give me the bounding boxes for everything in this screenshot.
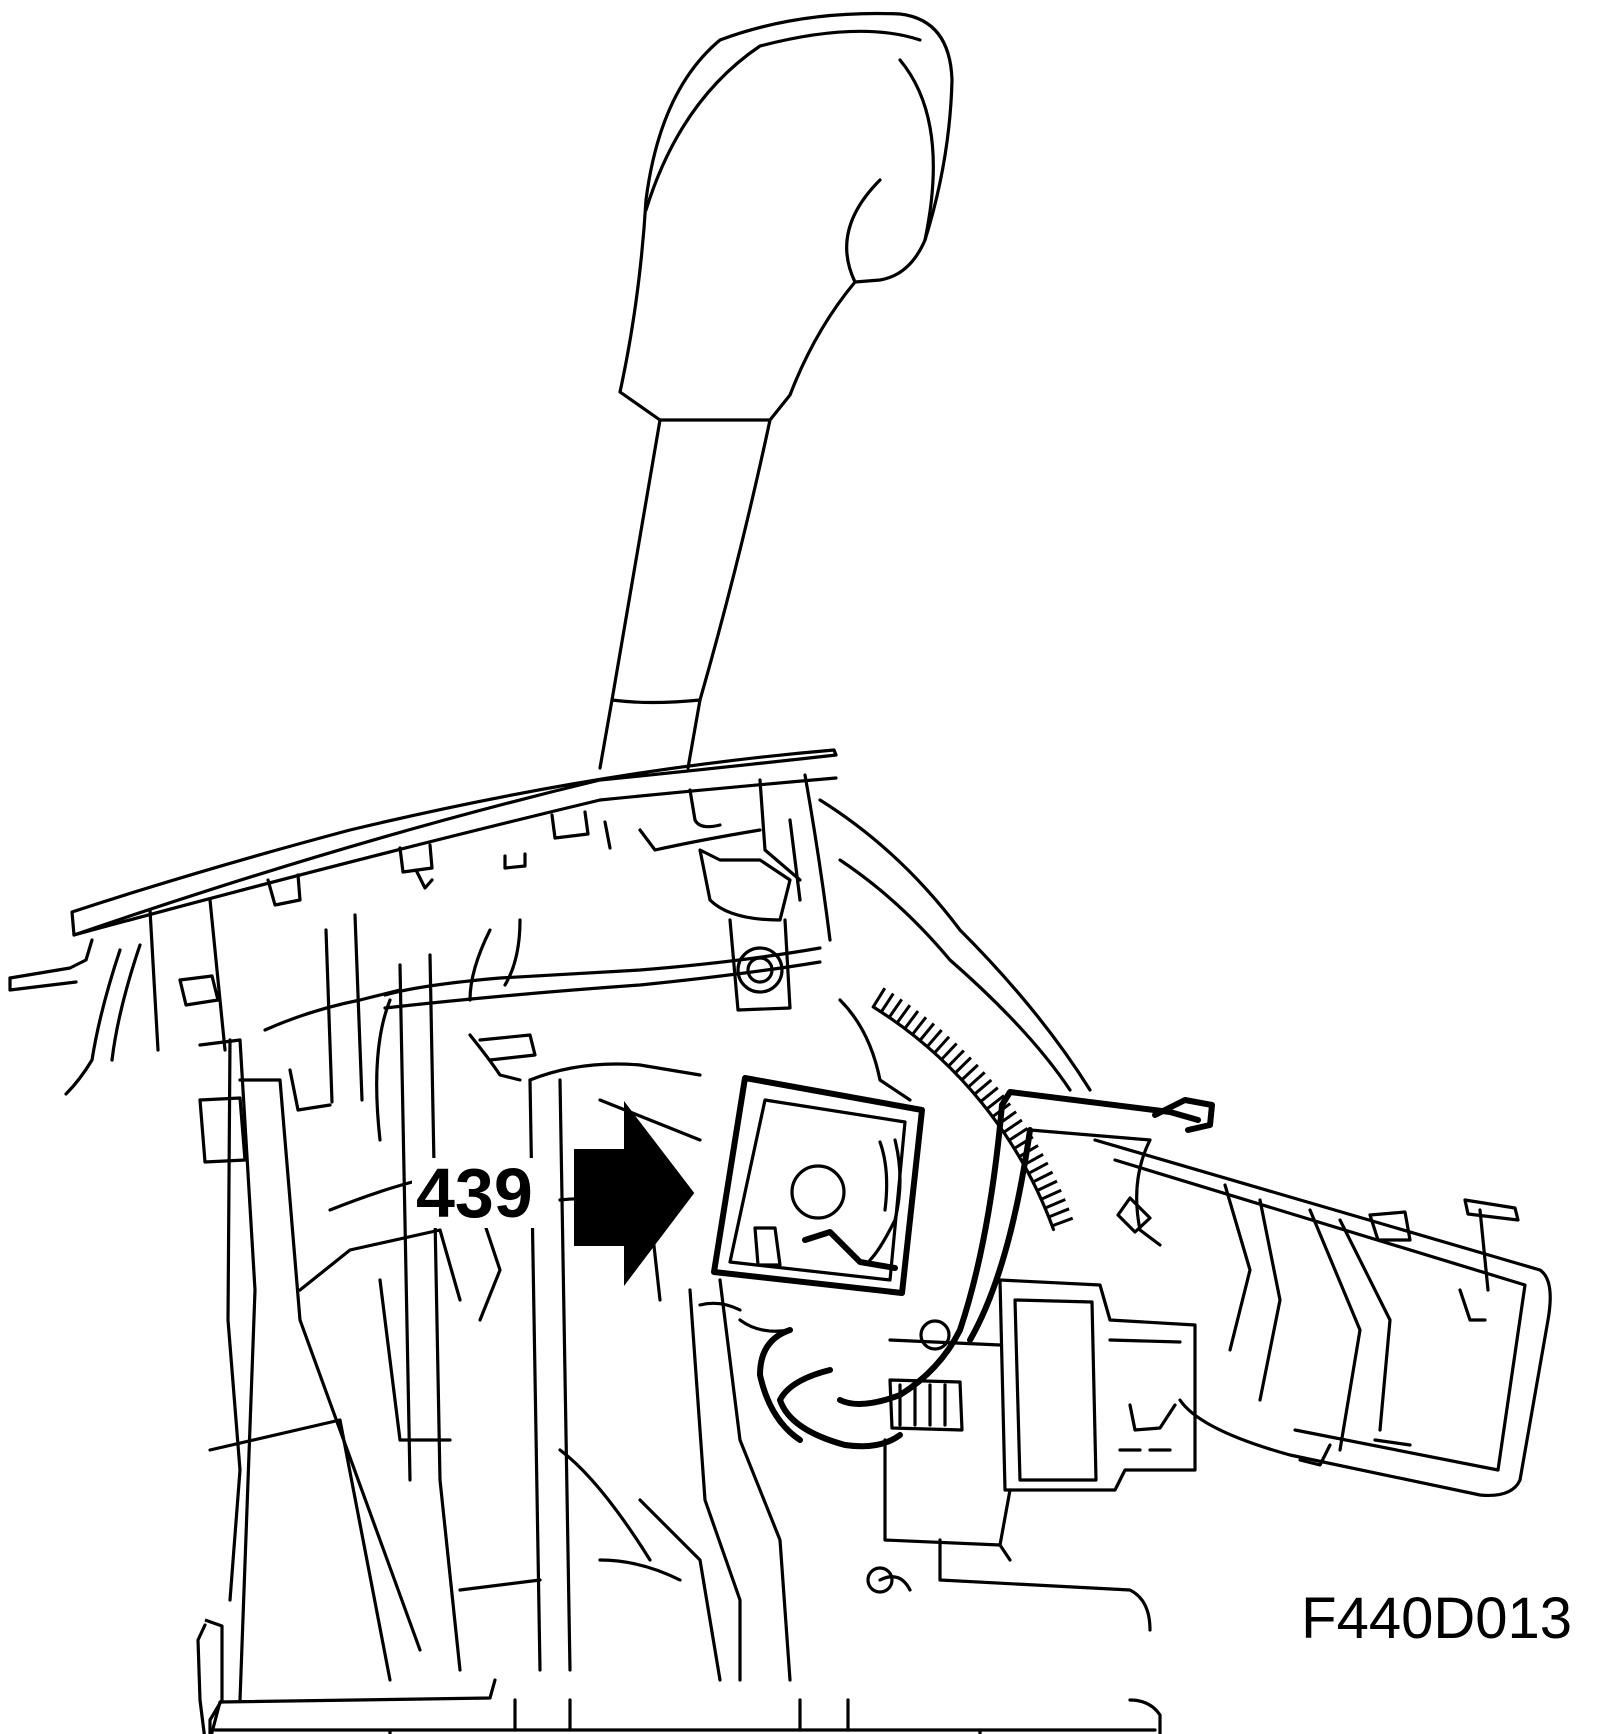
base-plate (196, 1618, 1162, 1734)
housing-left (178, 913, 502, 1702)
sector-tooth (979, 1086, 999, 1103)
arrow-right-icon (574, 1101, 695, 1286)
sector-tooth (967, 1071, 986, 1089)
sector-tooth (1051, 1216, 1074, 1228)
sector-tooth (973, 1078, 993, 1096)
sector-tooth (1002, 1118, 1023, 1134)
sector-tooth (960, 1063, 979, 1081)
gear-lever (598, 11, 954, 770)
housing-right (866, 1278, 1197, 1632)
sector-arc (871, 1005, 1056, 1232)
callout-number: 439 (412, 1158, 537, 1228)
sector-tooth (879, 992, 895, 1013)
sector-tooth (911, 1016, 928, 1036)
sector-tooth (1008, 1127, 1029, 1142)
switch-assembly (698, 1075, 1215, 1450)
sector-tooth (1036, 1179, 1058, 1192)
sector-tooth (926, 1029, 943, 1048)
sector-tooth (1032, 1170, 1054, 1184)
sector-tooth (895, 1004, 912, 1024)
sector-tooth (1027, 1161, 1049, 1175)
actuator-arm (1093, 1138, 1552, 1498)
sector-tooth (985, 1094, 1006, 1111)
sector-tooth (918, 1022, 936, 1042)
sector-tooth (954, 1056, 972, 1075)
sector-tooth (887, 998, 903, 1019)
sector-tooth (933, 1035, 951, 1055)
sector-tooth (871, 987, 887, 1008)
sector-tooth (1044, 1198, 1066, 1210)
cover-plate (8, 748, 838, 1096)
sector-tooth (903, 1010, 920, 1030)
sector-tooth (940, 1042, 958, 1061)
upper-mechanism (383, 798, 1092, 1102)
figure-code: F440D013 (1301, 1586, 1572, 1651)
sector-tooth (947, 1049, 965, 1068)
sector-tooth (1048, 1207, 1070, 1219)
sector-tooth (1040, 1188, 1062, 1201)
